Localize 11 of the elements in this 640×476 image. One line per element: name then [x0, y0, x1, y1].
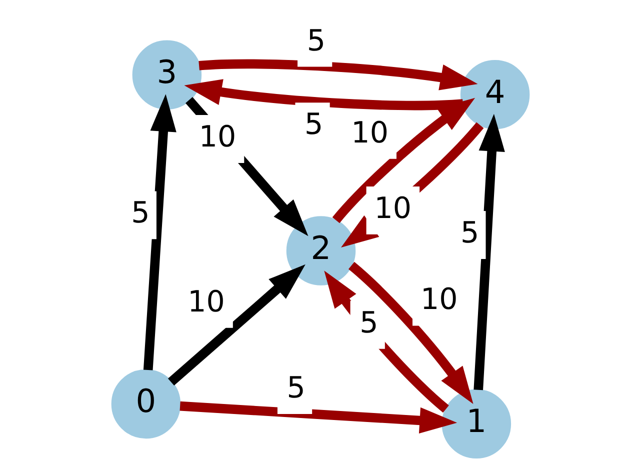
- edge-label: 5: [460, 215, 479, 250]
- edge-label: 10: [187, 284, 224, 318]
- edge-label: 5: [130, 196, 150, 230]
- edge-label: 10: [374, 190, 412, 225]
- edge-label: 5: [306, 23, 325, 58]
- edge-label: 10: [198, 119, 236, 154]
- edge-label: 10: [350, 115, 388, 150]
- edge-label: 10: [420, 282, 458, 316]
- edge-label: 5: [359, 305, 378, 340]
- edge-label: 5: [286, 370, 305, 404]
- edge-label: 5: [304, 107, 323, 142]
